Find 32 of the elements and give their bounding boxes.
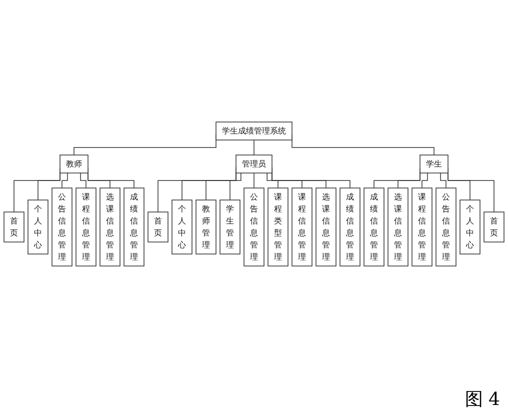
node-box: 个人中心 — [28, 200, 48, 254]
node-box: 学生管理 — [220, 200, 240, 254]
connector — [266, 172, 278, 188]
node-box: 成绩信息管理 — [124, 188, 144, 266]
node-box: 首页 — [484, 212, 504, 242]
connector — [440, 172, 446, 188]
node-box: 公告信息管理 — [436, 188, 456, 266]
node-box: 课程信息管理 — [292, 188, 312, 266]
node-box: 课程类型管理 — [268, 188, 288, 266]
node-box: 教师管理 — [196, 200, 216, 254]
figure-number: 图 4 — [464, 389, 500, 410]
node-box: 学生成绩管理系统 — [216, 122, 292, 140]
node-box: 课程信息管理 — [76, 188, 96, 266]
node-box: 选课信息管理 — [100, 188, 120, 266]
node-box: 成绩信息管理 — [340, 188, 360, 266]
node-box: 首页 — [148, 212, 168, 242]
connector — [422, 172, 428, 188]
node-box: 课程信息管理 — [412, 188, 432, 266]
node-box: 公告信息管理 — [52, 188, 72, 266]
node-box: 选课信息管理 — [316, 188, 336, 266]
node-box: 个人中心 — [172, 200, 192, 254]
node-box: 管理员 — [236, 154, 272, 174]
node-box: 个人中心 — [460, 200, 480, 254]
node-box: 公告信息管理 — [244, 188, 264, 266]
connector — [230, 172, 242, 200]
node-box: 教师 — [60, 154, 88, 174]
node-box: 选课信息管理 — [388, 188, 408, 266]
connector — [80, 172, 86, 188]
connector — [62, 172, 68, 188]
node-box: 学生 — [420, 154, 448, 174]
node-box: 成绩信息管理 — [364, 188, 384, 266]
node-box: 首页 — [4, 212, 24, 242]
